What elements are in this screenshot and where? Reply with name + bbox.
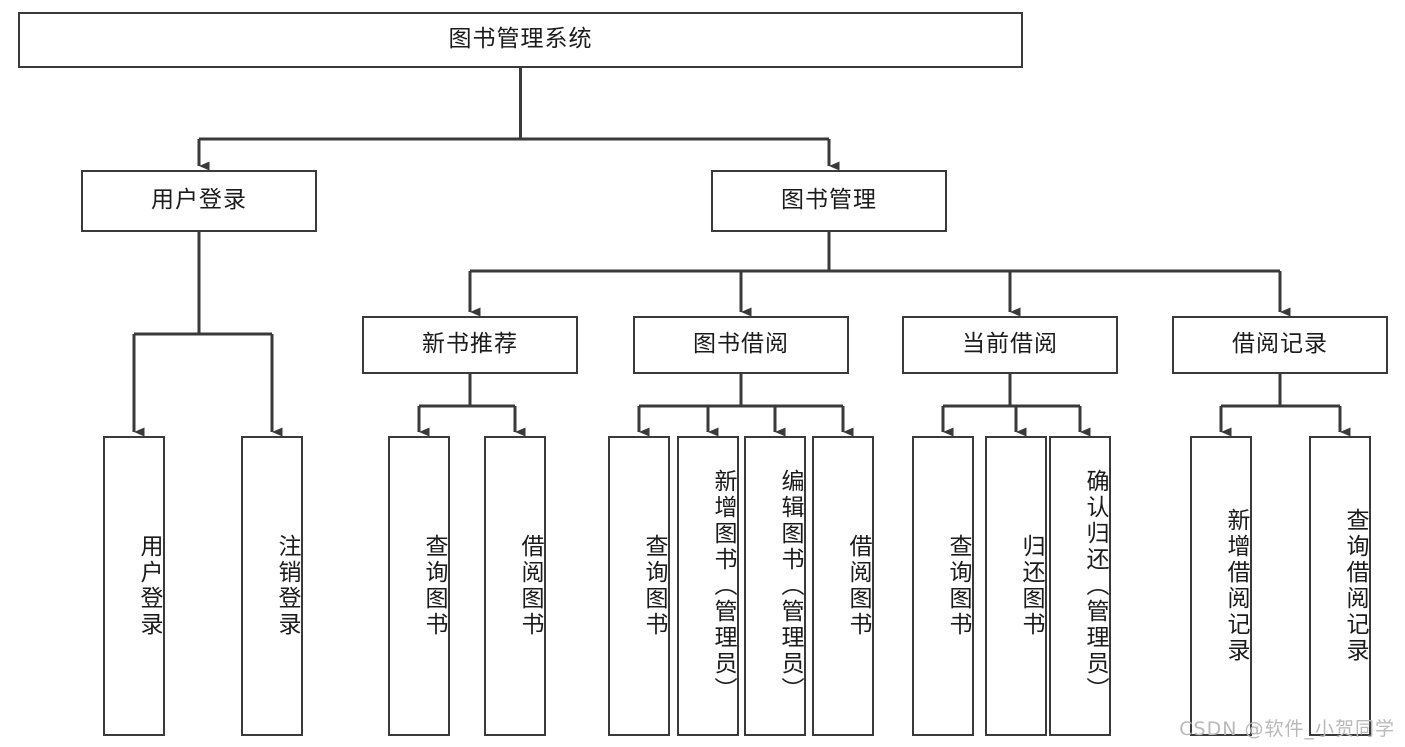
- node-leaf-return-book[interactable]: 归还图书: [985, 436, 1047, 736]
- node-leaf-query-record[interactable]: 查询借阅记录: [1309, 436, 1371, 736]
- edge-group-user-login: [132, 232, 283, 437]
- node-leaf-query-book-3-label: 查询图书: [945, 534, 971, 638]
- node-leaf-query-book-3[interactable]: 查询图书: [912, 436, 974, 736]
- node-leaf-borrow-book-2-label: 借阅图书: [845, 534, 871, 638]
- node-leaf-user-login[interactable]: 用户登录: [103, 436, 165, 736]
- node-leaf-query-book-1-label: 查询图书: [421, 534, 447, 638]
- node-book-management[interactable]: 图书管理: [711, 170, 947, 232]
- node-leaf-confirm-return[interactable]: 确认归还（管理员）: [1049, 436, 1111, 736]
- node-borrow-record-label: 借阅记录: [1232, 331, 1328, 358]
- node-leaf-confirm-return-label: 确认归还（管理员）: [1082, 469, 1108, 703]
- node-leaf-user-login-label: 用户登录: [136, 534, 162, 638]
- node-leaf-query-book-2-label: 查询图书: [641, 534, 667, 638]
- node-leaf-logout[interactable]: 注销登录: [241, 436, 303, 736]
- node-leaf-add-book[interactable]: 新增图书（管理员）: [677, 436, 739, 736]
- node-leaf-edit-book-label: 编辑图书（管理员）: [777, 469, 803, 703]
- node-book-management-label: 图书管理: [781, 187, 877, 214]
- edge-group-book-borrow: [637, 374, 854, 437]
- node-user-login[interactable]: 用户登录: [81, 170, 317, 232]
- node-leaf-add-record-label: 新增借阅记录: [1223, 508, 1249, 664]
- node-leaf-query-book-2[interactable]: 查询图书: [608, 436, 670, 736]
- edge-group-borrow-record: [1219, 374, 1351, 437]
- node-book-borrow[interactable]: 图书借阅: [633, 316, 849, 374]
- node-leaf-add-record[interactable]: 新增借阅记录: [1190, 436, 1252, 736]
- edge-group-current-borrow: [941, 374, 1091, 437]
- edge-group-book-management: [468, 232, 1291, 317]
- node-current-borrow[interactable]: 当前借阅: [902, 316, 1118, 374]
- node-root[interactable]: 图书管理系统: [18, 12, 1023, 68]
- edge-group-new-book-recommend: [417, 374, 526, 437]
- edge-group-root: [197, 68, 840, 171]
- node-new-book-recommend[interactable]: 新书推荐: [362, 316, 578, 374]
- node-current-borrow-label: 当前借阅: [962, 331, 1058, 358]
- node-leaf-add-book-label: 新增图书（管理员）: [710, 469, 736, 703]
- node-leaf-borrow-book-1-label: 借阅图书: [517, 534, 543, 638]
- node-new-book-recommend-label: 新书推荐: [422, 331, 518, 358]
- node-leaf-logout-label: 注销登录: [274, 534, 300, 638]
- node-root-label: 图书管理系统: [448, 26, 593, 53]
- node-leaf-query-record-label: 查询借阅记录: [1342, 508, 1368, 664]
- csdn-watermark: CSDN @软件_小贺同学: [1179, 718, 1395, 740]
- node-borrow-record[interactable]: 借阅记录: [1172, 316, 1388, 374]
- node-leaf-query-book-1[interactable]: 查询图书: [388, 436, 450, 736]
- node-leaf-borrow-book-1[interactable]: 借阅图书: [484, 436, 546, 736]
- node-leaf-return-book-label: 归还图书: [1018, 534, 1044, 638]
- node-user-login-label: 用户登录: [151, 187, 247, 214]
- node-book-borrow-label: 图书借阅: [693, 331, 789, 358]
- node-leaf-borrow-book-2[interactable]: 借阅图书: [812, 436, 874, 736]
- node-leaf-edit-book[interactable]: 编辑图书（管理员）: [744, 436, 806, 736]
